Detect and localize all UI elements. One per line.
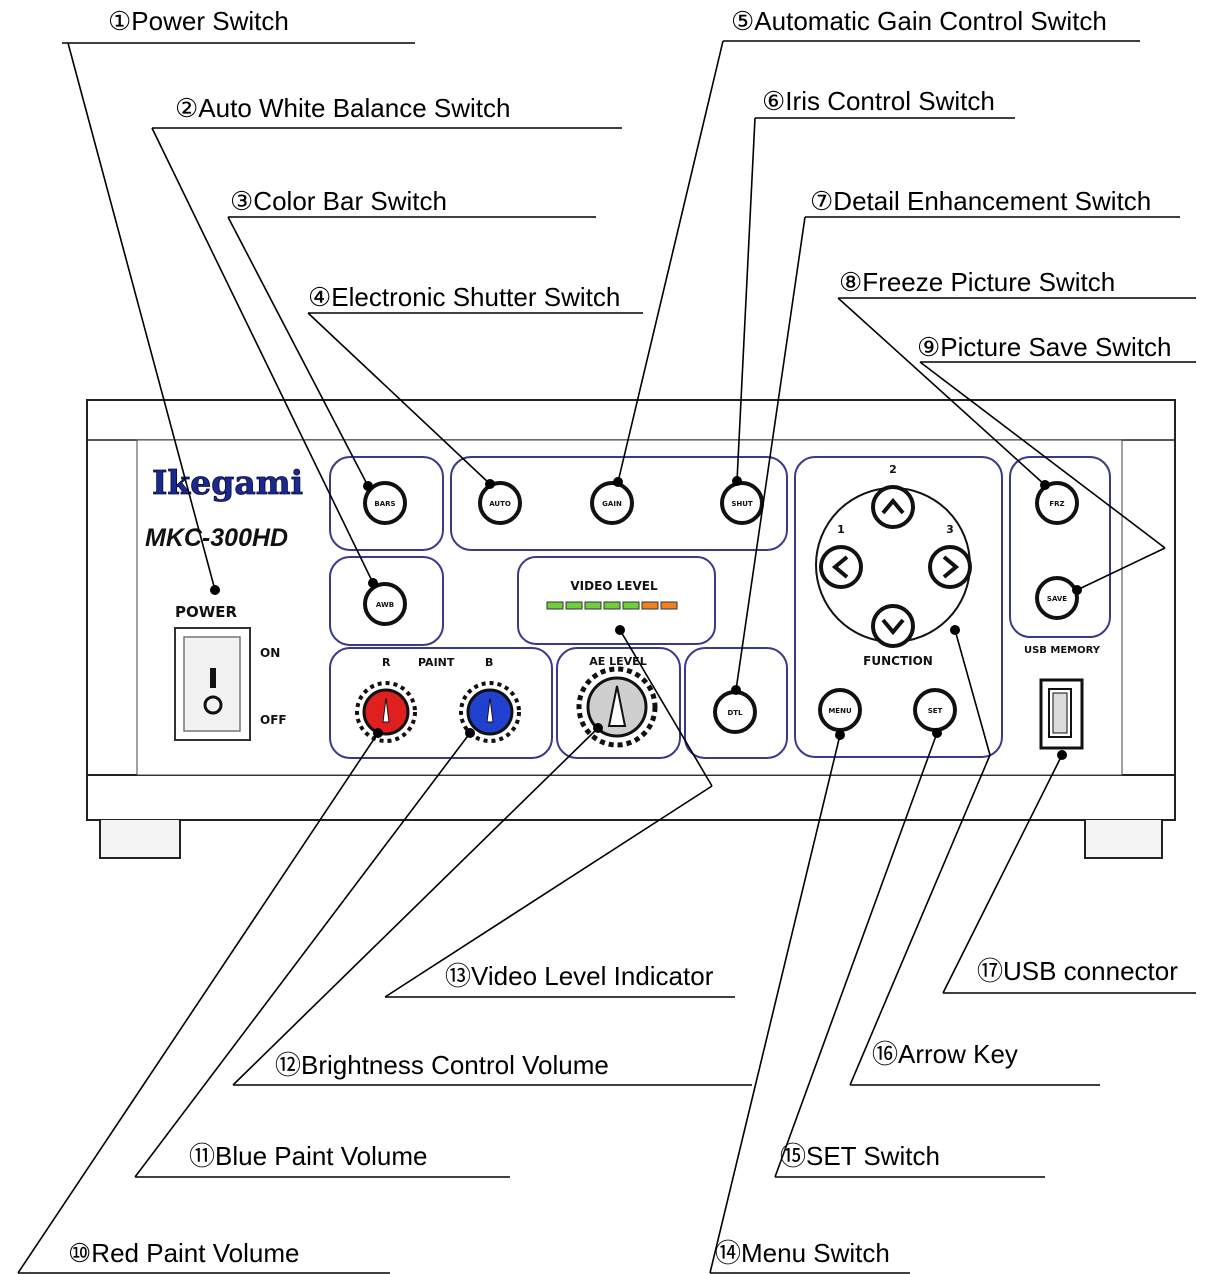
- auto-button[interactable]: AUTO: [478, 481, 522, 525]
- callout-iris-control: ⑥Iris Control Switch: [762, 86, 995, 116]
- callout-arrow-key: ⑯Arrow Key: [872, 1039, 1018, 1069]
- arrow-down-button[interactable]: [871, 604, 915, 648]
- arrow-right-number: 3: [946, 523, 954, 536]
- callout-brightness-control: ⑫Brightness Control Volume: [275, 1050, 609, 1080]
- ae-level-label: AE LEVEL: [589, 655, 646, 668]
- save-button[interactable]: SAVE: [1035, 576, 1079, 620]
- arrow-right-button[interactable]: [928, 545, 972, 589]
- ae-level-knob[interactable]: [576, 666, 658, 748]
- power-switch[interactable]: [174, 627, 251, 741]
- power-on-label: ON: [260, 646, 280, 660]
- awb-button-label: AWB: [376, 601, 394, 609]
- ae-level-group: [556, 647, 681, 759]
- gain-button-label: GAIN: [602, 500, 622, 508]
- callout-red-paint: ⑩Red Paint Volume: [68, 1238, 299, 1268]
- video-level-label: VIDEO LEVEL: [570, 579, 658, 593]
- callout-freeze-picture: ⑧Freeze Picture Switch: [839, 267, 1115, 297]
- gain-button[interactable]: GAIN: [590, 481, 634, 525]
- auto-button-label: AUTO: [489, 500, 511, 508]
- frz-save-group: [1009, 456, 1111, 638]
- save-button-label: SAVE: [1047, 595, 1067, 603]
- model-label: MKC-300HD: [145, 524, 288, 552]
- leader-lines: [17, 40, 1196, 1274]
- callout-video-level: ⑬Video Level Indicator: [445, 961, 714, 991]
- callout-usb-connector: ⑰USB connector: [977, 956, 1178, 986]
- arrow-up-number: 2: [889, 463, 897, 476]
- video-level-leds: [546, 601, 678, 610]
- blue-paint-knob[interactable]: [459, 681, 521, 743]
- power-label: POWER: [175, 603, 238, 621]
- usb-connector[interactable]: [1039, 678, 1084, 750]
- frz-button[interactable]: FRZ: [1035, 481, 1079, 525]
- paint-label: PAINT: [418, 656, 455, 669]
- function-group: [794, 456, 1003, 758]
- bars-button-label: BARS: [374, 500, 395, 508]
- usb-memory-label: USB MEMORY: [1024, 645, 1101, 656]
- set-button[interactable]: SET: [913, 688, 957, 732]
- callout-menu-switch: ⑭Menu Switch: [715, 1238, 890, 1268]
- power-off-label: OFF: [260, 713, 287, 727]
- arrow-up-button[interactable]: [871, 485, 915, 529]
- callout-automatic-gain: ⑤Automatic Gain Control Switch: [731, 6, 1107, 36]
- callout-picture-save: ⑨Picture Save Switch: [917, 332, 1172, 362]
- dtl-group: [684, 647, 788, 759]
- bars-button[interactable]: BARS: [363, 481, 407, 525]
- red-paint-knob[interactable]: [355, 681, 417, 743]
- callout-color-bar: ③Color Bar Switch: [230, 186, 447, 216]
- paint-r-label: R: [382, 656, 391, 669]
- shut-button[interactable]: SHUT: [720, 481, 764, 525]
- callout-auto-white-balance: ②Auto White Balance Switch: [175, 93, 510, 123]
- menu-button-label: MENU: [828, 707, 852, 715]
- callout-detail-enhancement: ⑦Detail Enhancement Switch: [810, 186, 1151, 216]
- set-button-label: SET: [928, 707, 943, 715]
- arrow-left-button[interactable]: [819, 545, 863, 589]
- video-level-group: [517, 556, 716, 645]
- callout-power-switch: ①Power Switch: [108, 6, 289, 36]
- dtl-button[interactable]: DTL: [713, 690, 757, 734]
- brand-logo: Ikegami: [152, 463, 303, 502]
- menu-button[interactable]: MENU: [818, 688, 862, 732]
- paint-group: [329, 647, 553, 759]
- shut-button-label: SHUT: [731, 500, 753, 508]
- awb-group: [329, 556, 444, 646]
- callout-electronic-shutter: ④Electronic Shutter Switch: [308, 282, 620, 312]
- callout-blue-paint: ⑪Blue Paint Volume: [189, 1141, 427, 1171]
- auto-gain-shut-group: [450, 456, 788, 551]
- frz-button-label: FRZ: [1049, 500, 1064, 508]
- function-label: FUNCTION: [863, 654, 933, 668]
- callout-set-switch: ⑮SET Switch: [780, 1141, 940, 1171]
- awb-button[interactable]: AWB: [363, 582, 407, 626]
- paint-b-label: B: [485, 656, 493, 669]
- arrow-left-number: 1: [837, 523, 845, 536]
- bars-group: [329, 456, 444, 551]
- dtl-button-label: DTL: [727, 709, 743, 717]
